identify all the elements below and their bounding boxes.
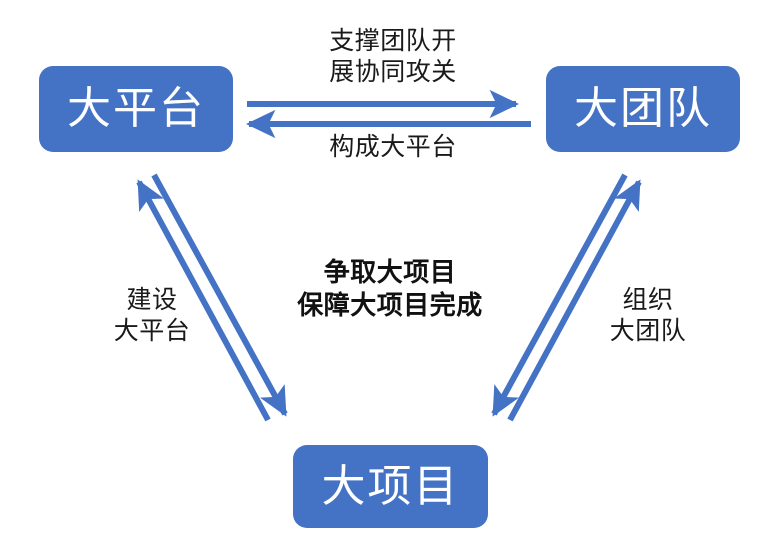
center-note: 争取大项目 保障大项目完成 bbox=[297, 257, 483, 320]
node-da-tuan-dui[interactable]: 大团队 bbox=[546, 66, 740, 152]
node-da-xiang-mu[interactable]: 大项目 bbox=[293, 445, 488, 528]
arrow-project-to-team bbox=[507, 179, 642, 422]
arrow-project-to-platform bbox=[136, 179, 271, 422]
edge-label-organize: 组织 大团队 bbox=[609, 286, 687, 345]
edge-label-support: 支撑团队开 展协同攻关 bbox=[329, 27, 457, 86]
arrow-platform-to-project bbox=[151, 173, 288, 417]
node-da-ping-tai[interactable]: 大平台 bbox=[39, 66, 233, 152]
edge-label-compose: 构成大平台 bbox=[329, 133, 457, 161]
arrow-team-to-project bbox=[491, 173, 628, 417]
edge-label-build: 建设 大平台 bbox=[113, 286, 191, 345]
